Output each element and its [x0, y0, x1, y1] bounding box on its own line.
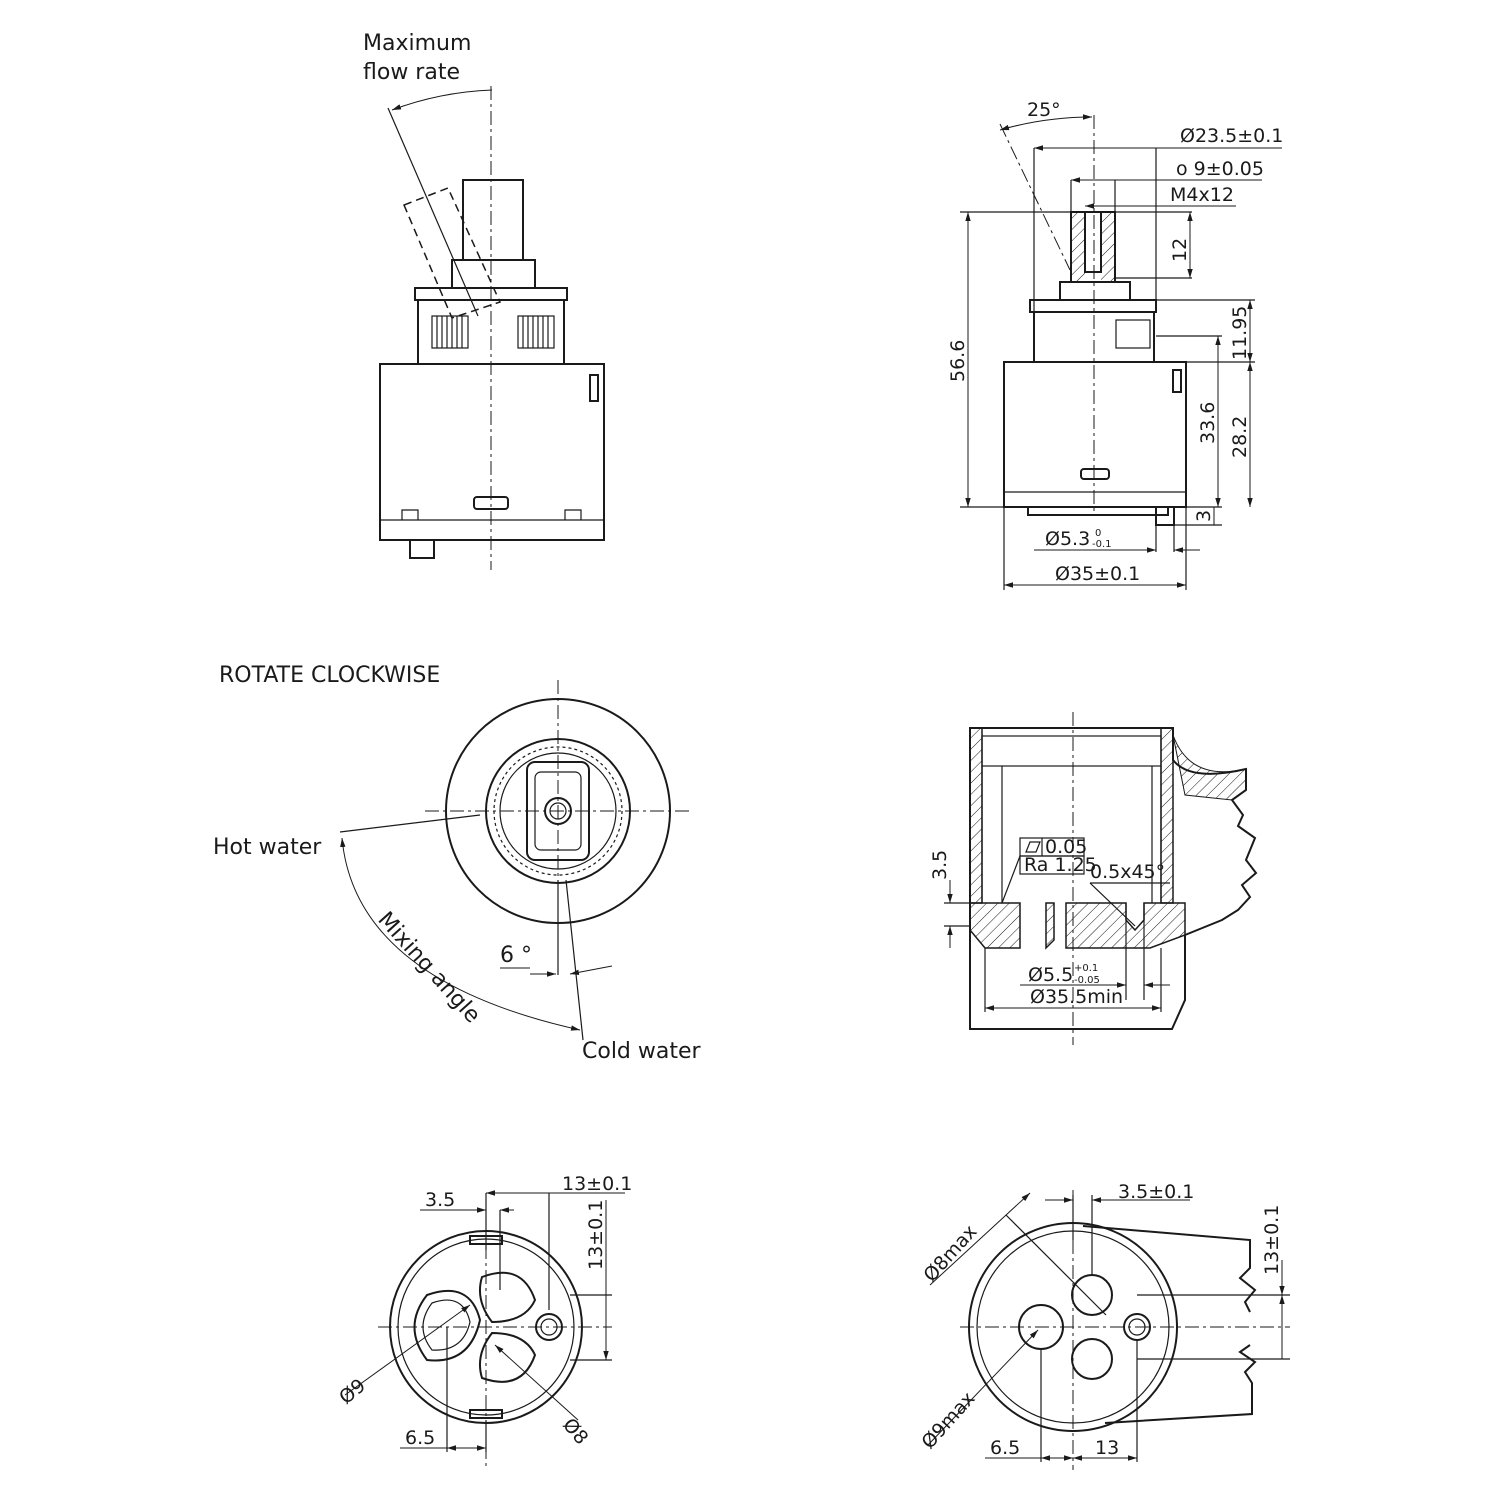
dimension-view: 25° Ø23.5±0.1 o 9±0.05 M4x12: [947, 99, 1283, 590]
flatness-value: 0.05: [1045, 836, 1087, 858]
seat-housing-outline: [1082, 1225, 1257, 1424]
dim-body-slot: [1080, 468, 1110, 480]
chamfer-label: 0.5x45°: [1090, 861, 1165, 883]
offset-x-label: 6.5: [405, 1427, 435, 1449]
seat-spacing-h-label: 13: [1095, 1437, 1119, 1459]
angle-arc: [999, 114, 1093, 131]
h-upper-label: 11.95: [1229, 306, 1251, 360]
d-spindle-label: o 9±0.05: [1176, 158, 1264, 180]
d-min-label: Ø35.5min: [1030, 986, 1123, 1008]
d-max-large-label: Ø9max: [917, 1388, 979, 1454]
seat-offset-label: 3.5±0.1: [1118, 1181, 1194, 1203]
spindle-section-left: [1071, 212, 1085, 282]
dim-pin: [1155, 506, 1175, 526]
spindle-section-right: [1101, 212, 1115, 282]
step-height-label: 3.5: [929, 850, 951, 880]
h-lower-label: 28.2: [1229, 416, 1251, 458]
offset-small-label: 3.5: [425, 1189, 455, 1211]
tilted-lever-outline: [403, 187, 502, 319]
h-body-label: 33.6: [1197, 402, 1219, 444]
d-hot-label: Ø9: [335, 1375, 370, 1409]
bottom-view: 13±0.1 3.5 13±0.1 Ø9 Ø8 6.5: [335, 1173, 632, 1470]
cap-ribs: [493, 746, 623, 876]
max-flow-label-line1: Maximum: [363, 31, 471, 56]
d-pin-label: Ø5.3: [1045, 528, 1090, 550]
seat-floor-left: [969, 902, 1021, 949]
cap-ribs-left: [436, 316, 463, 348]
seat-port-top: [1071, 1274, 1113, 1316]
housing-side-section: [1172, 734, 1247, 801]
d-cold-label: Ø8: [558, 1414, 592, 1449]
d-pin-tol-lower: -0.1: [1092, 539, 1112, 550]
seat-port-bottom: [1071, 1338, 1113, 1380]
dim-cap-ring: [1029, 299, 1157, 313]
housing-inner-step: [981, 735, 1162, 767]
spacing-v-label: 13±0.1: [585, 1200, 607, 1270]
top-view: ROTATE CLOCKWISE Hot water Cold water Mi…: [213, 663, 702, 1064]
spindle: [462, 179, 524, 261]
angle-label: 25°: [1027, 99, 1061, 121]
cap-window-right: [517, 315, 555, 349]
cold-water-label: Cold water: [582, 1039, 702, 1064]
h-thread-label: 12: [1169, 238, 1191, 262]
seat-section: 0.05 Ra 1.25 0.5x45° 3.5 Ø5.5 +0.1 -0.05…: [929, 712, 1258, 1045]
mixing-angle-label: Mixing angle: [373, 907, 485, 1028]
housing-wall-left: [969, 727, 983, 904]
cap-ribs-right: [522, 316, 549, 348]
hot-port: [413, 1290, 482, 1362]
d-body-top-label: Ø23.5±0.1: [1180, 125, 1283, 147]
d-hole-label: Ø5.5: [1028, 964, 1073, 986]
body-slot: [473, 496, 509, 510]
seat-plan: 3.5±0.1 13±0.1 Ø8max Ø9max 6.5 13: [917, 1181, 1290, 1470]
roughness-value: Ra 1.25: [1024, 854, 1097, 876]
thread-label: M4x12: [1170, 184, 1234, 206]
max-flow-label-line2: flow rate: [363, 60, 460, 85]
dim-collar: [1059, 281, 1131, 301]
hot-water-label: Hot water: [213, 835, 322, 860]
bottom-notch-bottom: [469, 1409, 503, 1419]
dim-body-mark: [1172, 369, 1182, 393]
dim-base-plate: [1027, 506, 1169, 516]
body-feet: [401, 509, 582, 520]
thread-hole: [1084, 211, 1102, 273]
spacing-h-label: 13±0.1: [562, 1173, 632, 1195]
rotate-title: ROTATE CLOCKWISE: [219, 663, 440, 688]
body-mark: [589, 374, 599, 402]
bottom-pin: [535, 1313, 563, 1341]
seat-offset-x-label: 6.5: [990, 1437, 1020, 1459]
dim-tilt-axis: [999, 123, 1071, 271]
bottom-notch-top: [469, 1235, 503, 1245]
pin: [409, 539, 435, 559]
dim-body: [1003, 361, 1187, 508]
cold-port: [479, 1331, 537, 1383]
seat-spacing-v-label: 13±0.1: [1261, 1205, 1283, 1275]
d-pin-tol-upper: 0: [1095, 528, 1101, 539]
cap-window-left: [431, 315, 469, 349]
mixing-angle-arc: [340, 837, 581, 1031]
port-upper: [479, 1271, 537, 1324]
roughness-box: [1019, 855, 1085, 875]
d-max-small-label: Ø8max: [919, 1221, 981, 1287]
h-total-label: 56.6: [947, 340, 969, 382]
six-degree-label: 6 °: [500, 943, 532, 968]
dim-cap-window: [1115, 319, 1151, 349]
side-view: Maximum flow rate: [363, 31, 605, 570]
max-flow-arc: [391, 89, 493, 111]
h-pin-label: 3: [1193, 510, 1215, 522]
flatness-icon: [1025, 841, 1041, 853]
d-body-label: Ø35±0.1: [1055, 563, 1140, 585]
d-hole-tol-upper: +0.1: [1074, 963, 1098, 974]
max-flow-line: [387, 107, 479, 317]
body: [379, 363, 605, 541]
d-hole-tol-lower: -0.05: [1074, 975, 1100, 986]
spindle-hole: [544, 797, 572, 825]
